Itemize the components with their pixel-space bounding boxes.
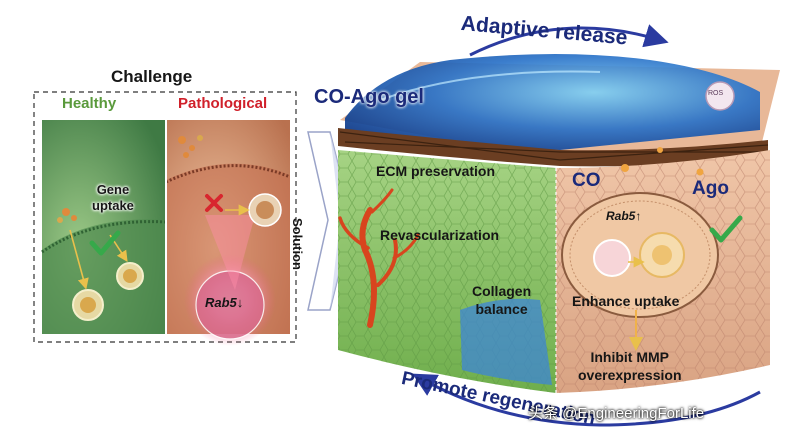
blood-vessel: [338, 188, 420, 328]
ecm-label: ECM preservation: [376, 163, 496, 179]
rab5-down-label: Rab5↓: [205, 295, 244, 310]
gel-label: CO-Ago gel: [314, 86, 424, 108]
revasc-label: Revascularization: [380, 227, 500, 243]
challenge-title: Challenge: [111, 67, 193, 86]
enhance-label: Enhance uptake: [572, 293, 680, 309]
ros-label: ROS: [708, 90, 724, 97]
check-icon: [709, 215, 743, 243]
collagen-patch: [460, 298, 552, 385]
co-label: CO: [572, 170, 601, 191]
inhibit-label: Inhibit MMP overexpression: [578, 349, 682, 383]
gel-layer: [345, 54, 760, 150]
check-icon: [89, 230, 121, 256]
adaptive-release-arrow: [469, 24, 669, 57]
challenge-panel: [33, 91, 297, 346]
watermark: 头条 @EngineeringForLife: [528, 405, 705, 422]
gene-uptake-label: Gene uptake: [92, 182, 134, 213]
rab5-up-label: Rab5↑: [606, 209, 642, 223]
solution-label: Solution: [290, 218, 305, 270]
collagen-label: Collagen balance: [472, 283, 532, 317]
pathological-label: Pathological: [178, 95, 268, 112]
ago-label: Ago: [692, 178, 729, 199]
promote-regeneration-arrow: [412, 373, 761, 427]
healthy-label: Healthy: [62, 95, 117, 112]
scaffold-block: [338, 54, 780, 393]
cross-icon: [205, 194, 223, 212]
